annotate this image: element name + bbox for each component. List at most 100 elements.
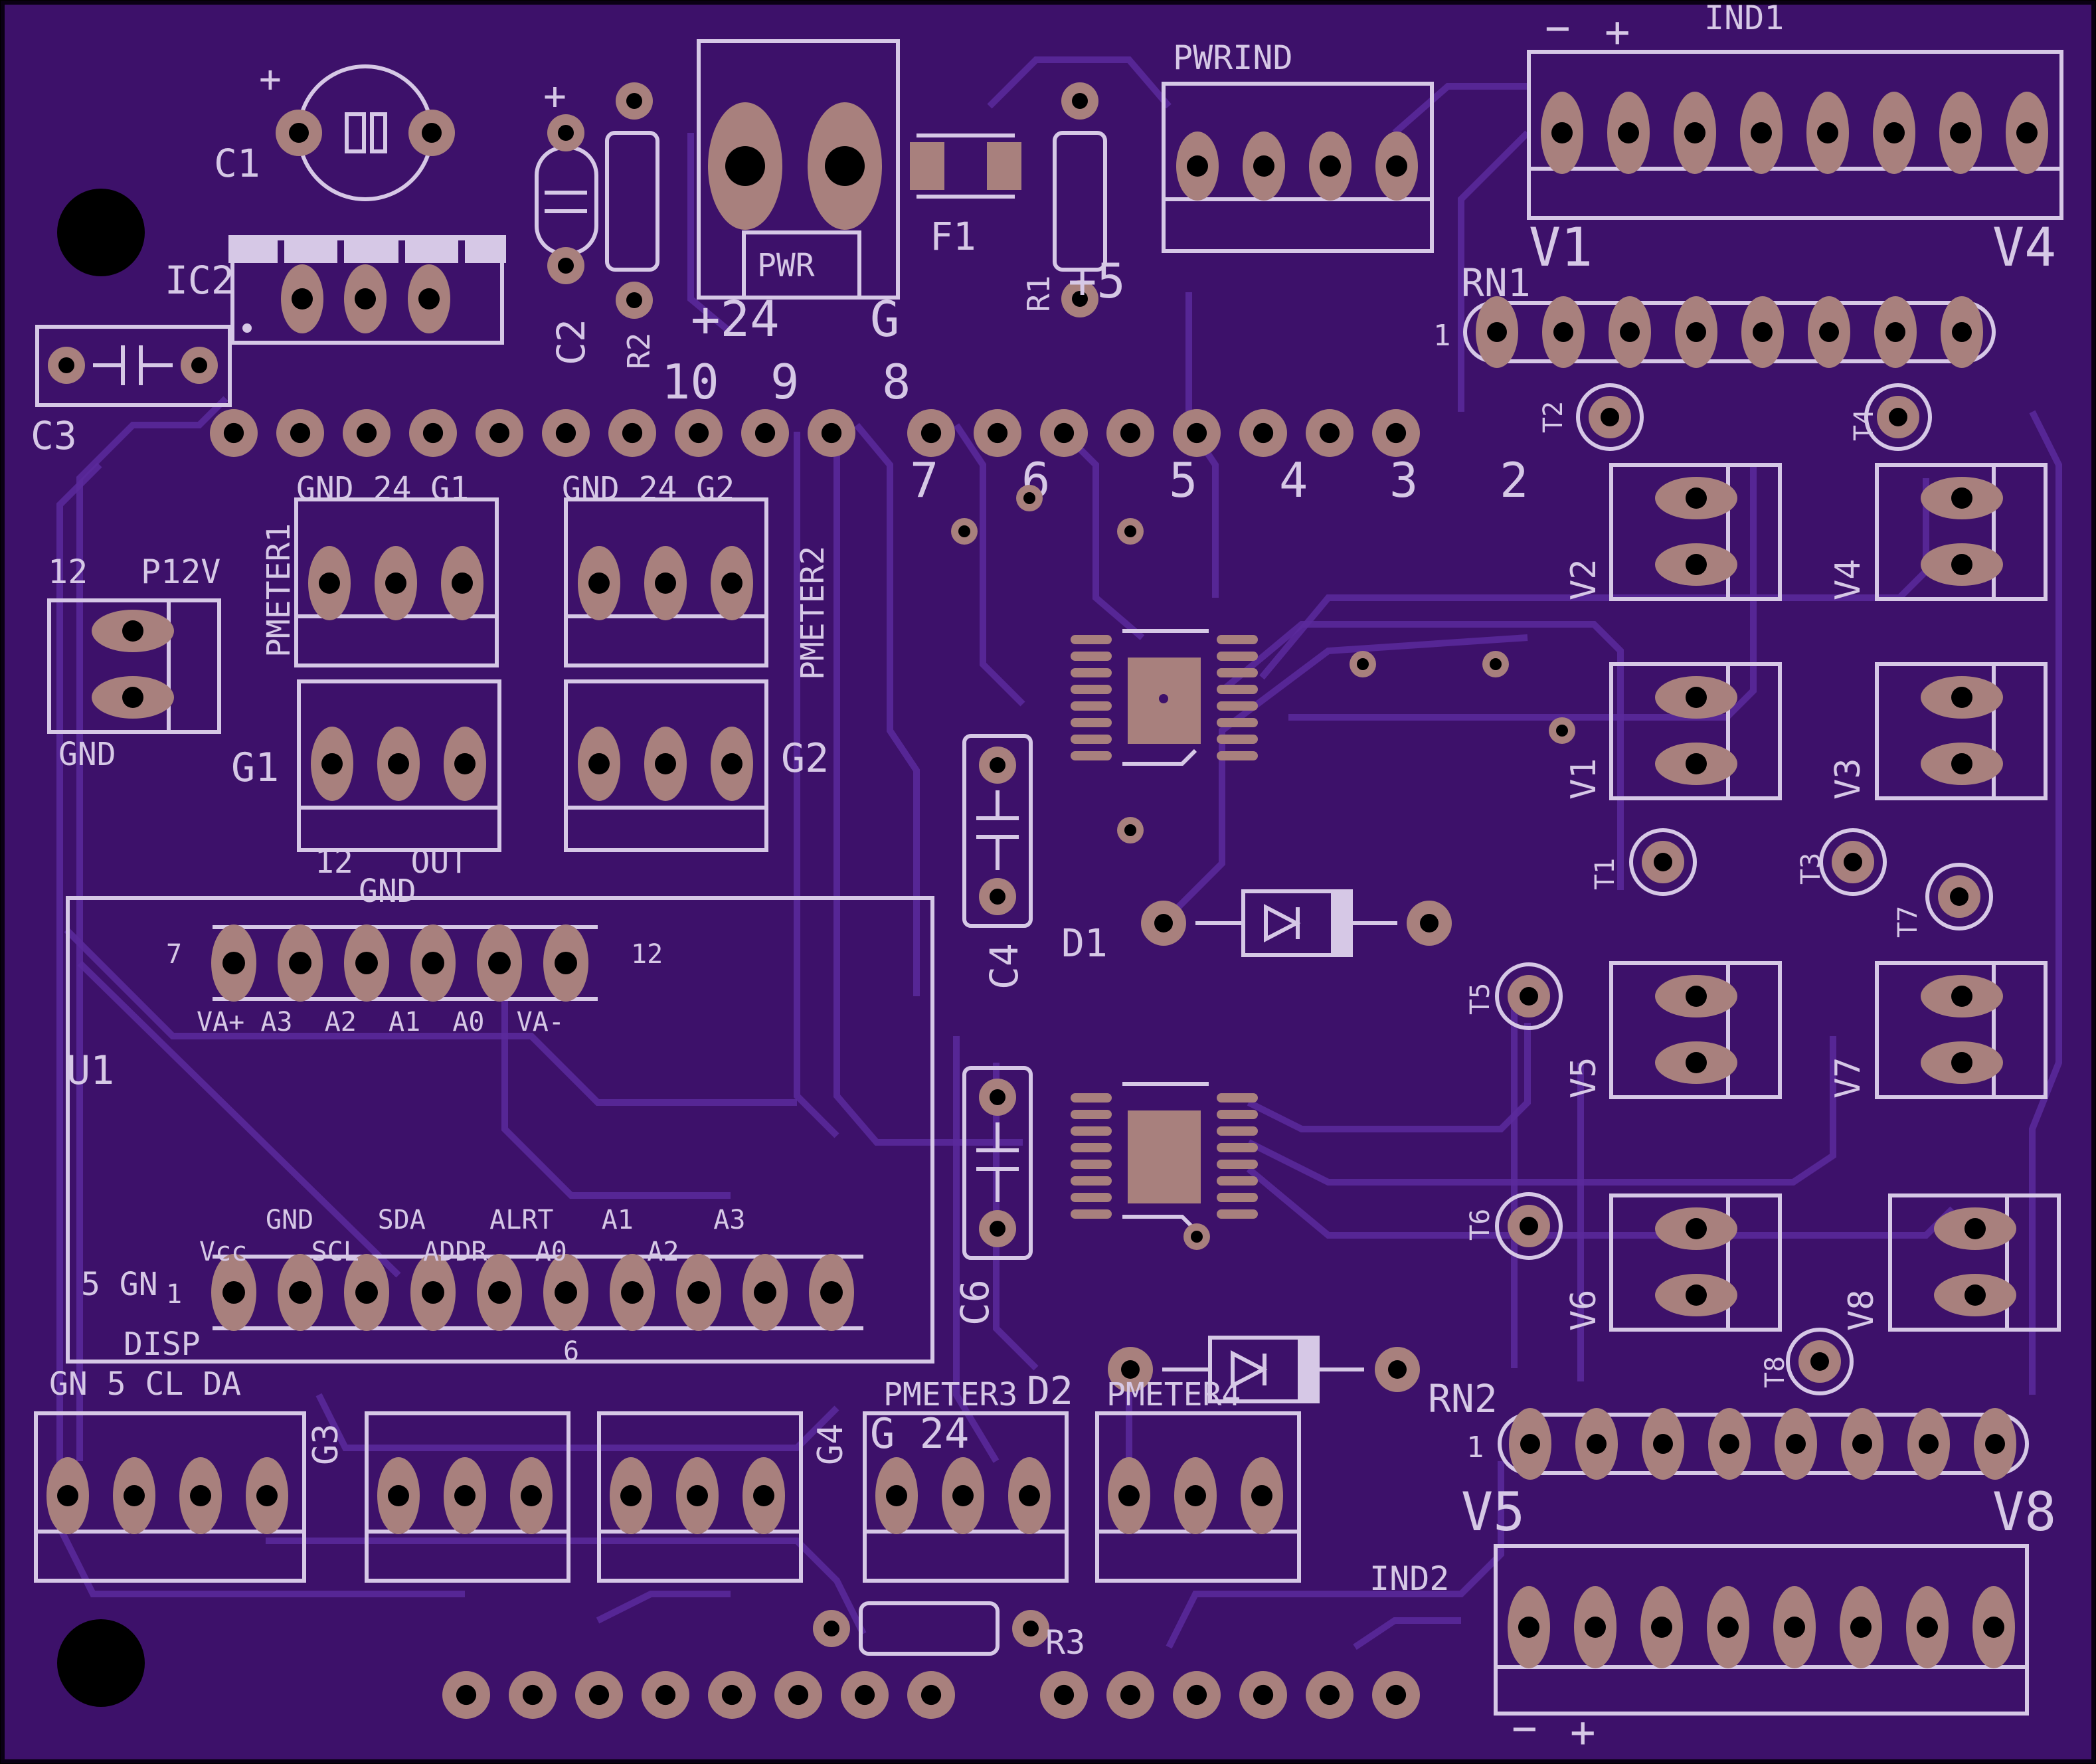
v3-label: V3 (1828, 758, 1868, 800)
v5-label: V5 (1564, 1057, 1604, 1099)
connector-pin (444, 727, 486, 801)
header-pin (907, 409, 955, 457)
resistor-network-rn2: RN2 1 V5 V8 (1428, 1376, 2056, 1543)
two-pin-connector (1609, 662, 1782, 800)
connector-pin (377, 727, 420, 801)
header-pin (1306, 409, 1354, 457)
bottom-connector (863, 1411, 1069, 1583)
header-pin (1239, 1671, 1287, 1719)
connector-pin (377, 1457, 420, 1534)
u1-top-pins-label: VA+ A3 A2 A1 A0 VA- (197, 1007, 565, 1037)
disp-header-label: GN 5 CL DA (49, 1366, 241, 1403)
resistor-r1: R1 +5 (1021, 82, 1126, 317)
header-pin (1106, 409, 1154, 457)
three-pin-connector (564, 679, 768, 852)
v6-label: V6 (1564, 1289, 1604, 1331)
connector-pin (1921, 1041, 2003, 1084)
u1-pin (211, 925, 256, 1002)
ind2-plus-label: + (1570, 1708, 1596, 1757)
v2-label: V2 (1564, 559, 1604, 600)
t3-label: T3 (1796, 853, 1826, 885)
header-pin (575, 1671, 623, 1719)
c2-plus-label: + (543, 73, 567, 118)
g1-gnd-label: GND (359, 873, 416, 910)
u1-label: U1 (66, 1047, 114, 1094)
p12v-connector: 12 P12V GND (47, 553, 221, 773)
connector-pin (1008, 1457, 1051, 1534)
connector-pin (1921, 975, 2003, 1017)
copper-traces (56, 56, 2062, 1650)
mounting-hole (57, 189, 145, 276)
connector-pin (644, 727, 687, 801)
ind1-minus-label: − (1545, 4, 1571, 53)
connector-pin (578, 727, 620, 801)
capacitor-c6: C6 (952, 1066, 1033, 1326)
v7-label: V7 (1828, 1057, 1868, 1099)
header-pin (675, 409, 723, 457)
connector-pin (875, 1457, 918, 1534)
connector-pin (1655, 1041, 1737, 1084)
connector-pin (1921, 477, 2003, 519)
u1-bot-row1-label: GND SDA ALRT A1 A3 (266, 1205, 745, 1235)
resistor-network-rn1: RN1 1 (1433, 260, 1996, 368)
pm2-top-label: GND 24 G2 (562, 470, 735, 507)
connector-pin (1174, 1457, 1217, 1534)
connector-pin (1655, 676, 1737, 719)
u1-pin (543, 925, 588, 1002)
three-pin-connector (564, 497, 768, 667)
ic-soic-lower (1071, 1082, 1258, 1232)
header-pin (841, 1671, 889, 1719)
header-pin (210, 409, 258, 457)
connector-pin (441, 546, 483, 620)
header-pin (1106, 1671, 1154, 1719)
three-pin-connector (297, 679, 501, 852)
connector-pin (1241, 1457, 1283, 1534)
connector-pin (644, 546, 687, 620)
pmeter1-label: PMETER1 (260, 523, 298, 658)
u1-pin (344, 1254, 389, 1331)
regulator-ic2: IC2 (165, 235, 506, 345)
header-pin (1372, 409, 1420, 457)
header-pin (608, 409, 656, 457)
rn1-label: RN1 (1461, 260, 1531, 306)
header-pin (1239, 409, 1287, 457)
d1-label: D1 (1061, 921, 1108, 966)
u1-pin (610, 1254, 655, 1331)
pmeter2-label: PMETER2 (794, 546, 831, 680)
ind1-label: IND1 (1704, 0, 1784, 37)
rn1-pin1-label: 1 (1433, 319, 1451, 353)
v4-label: V4 (1828, 559, 1868, 600)
diode-d1: D1 (1061, 889, 1452, 966)
p12v-gnd-label: GND (58, 736, 116, 773)
p12v-label: P12V (141, 553, 220, 591)
v5-bottom-label: V5 (1461, 1481, 1525, 1543)
connector-pin (578, 546, 620, 620)
capacitor-c3: C3 (31, 325, 232, 458)
diode-d2: D2 (1027, 1336, 1420, 1413)
connector-pin (444, 1457, 486, 1534)
header-pin (542, 409, 590, 457)
connector-pin (246, 1457, 288, 1534)
capacitor-c1: + C1 (214, 58, 455, 201)
u1-pin (477, 1254, 522, 1331)
two-pin-connector (1609, 961, 1782, 1099)
c2-label: C2 (549, 319, 594, 365)
connector-pin (113, 1457, 155, 1534)
u1-bot-row2-label: Vcc SCL ADDR A0 A2 (199, 1237, 679, 1267)
r3-label: R3 (1045, 1623, 1085, 1662)
u1-pin (477, 925, 522, 1002)
header-pin (1173, 409, 1221, 457)
u1-pin7-label: 7 (166, 939, 182, 970)
u1-pin (410, 1254, 456, 1331)
plus5-label: +5 (1068, 253, 1126, 309)
connector-pin (308, 546, 351, 620)
connector-pin (1921, 743, 2003, 785)
pwrind-label: PWRIND (1173, 39, 1293, 77)
hdr-9-label: 9 (770, 354, 799, 410)
t1-label: T1 (1590, 858, 1620, 890)
v4-top-label: V4 (1992, 217, 2056, 278)
connector-pin (179, 1457, 222, 1534)
connector-pin (1655, 543, 1737, 586)
g3-label: G3 (306, 1423, 346, 1465)
u1-pin (211, 1254, 256, 1331)
